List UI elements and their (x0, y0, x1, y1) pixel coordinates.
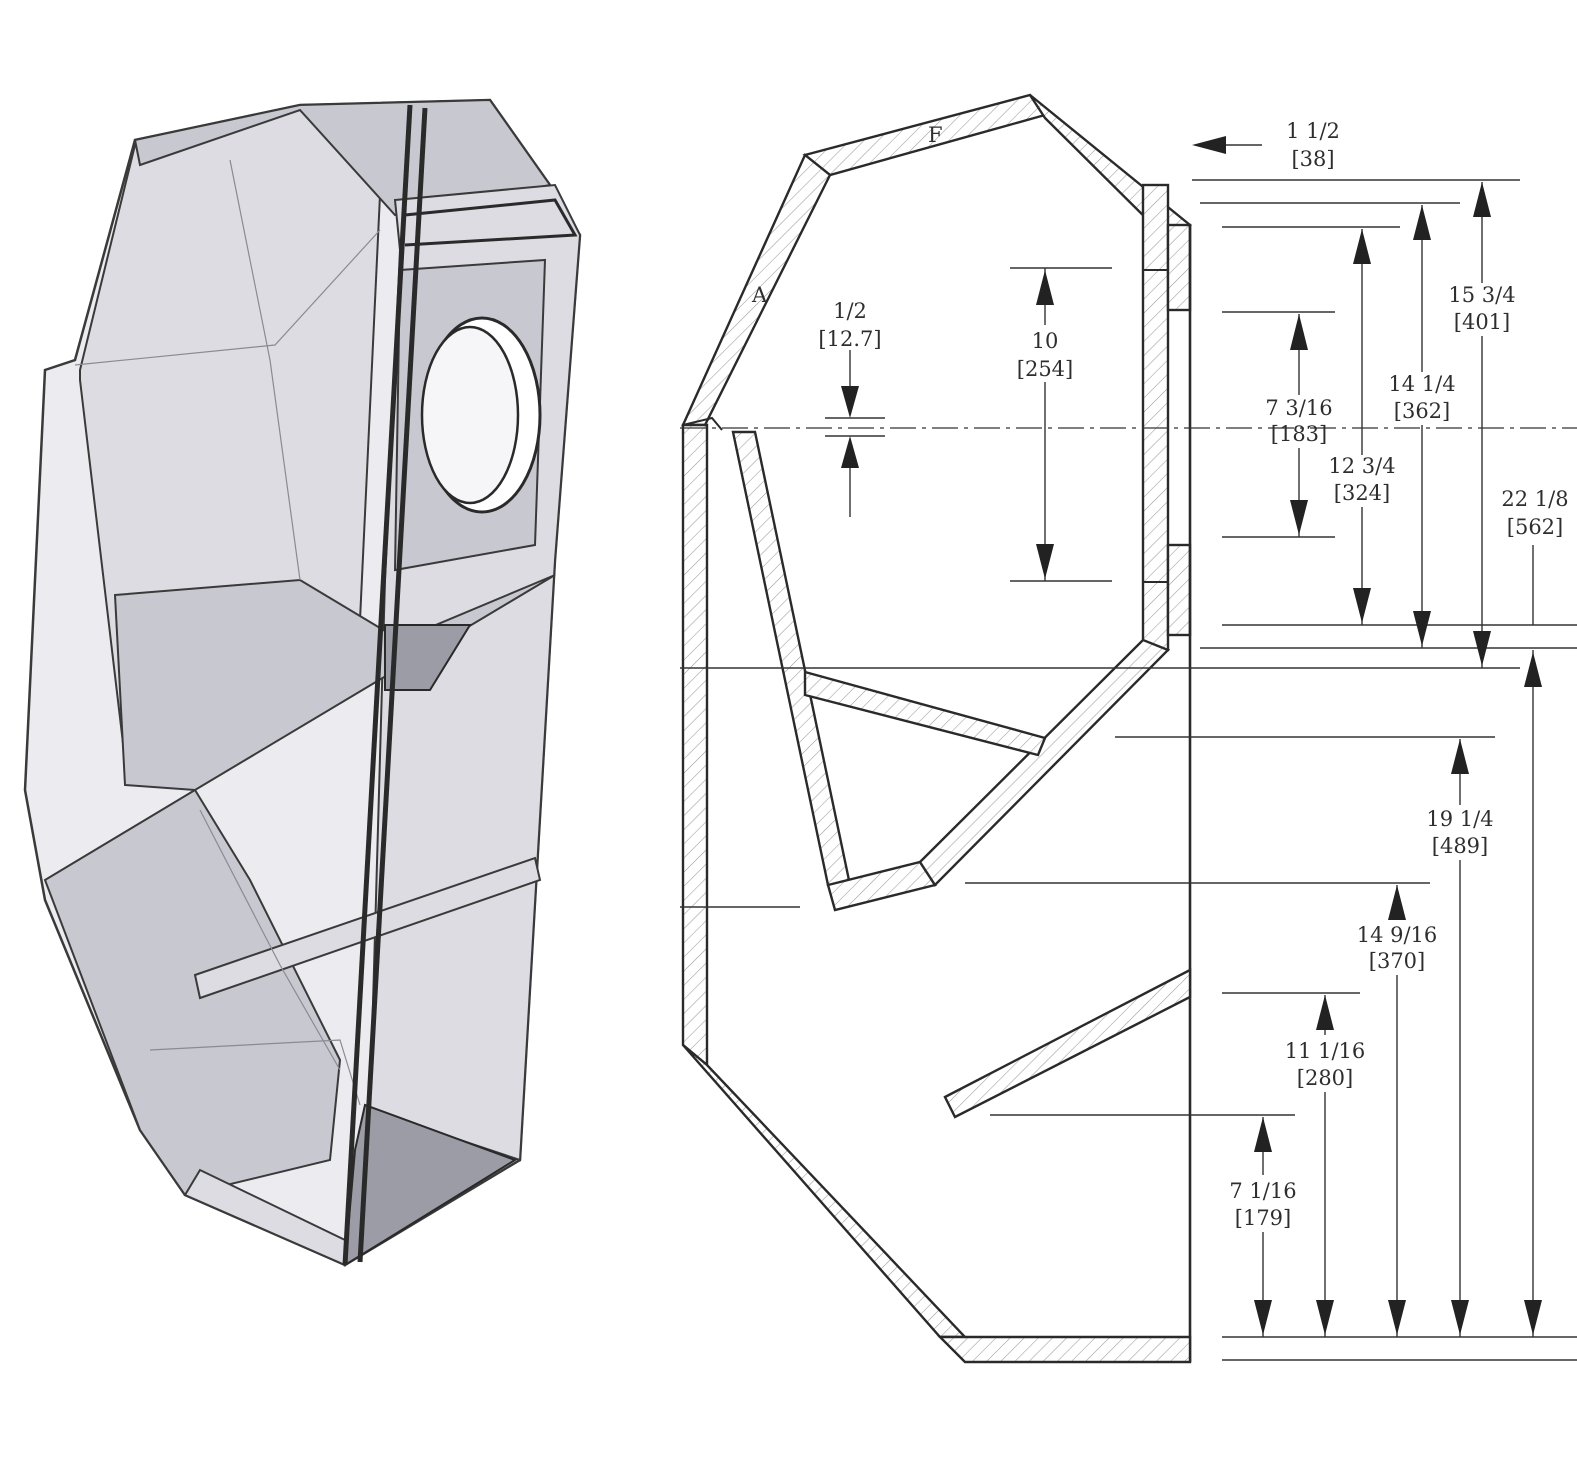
baffle-inner-strip (1141, 183, 1170, 652)
lower-port-panel (943, 968, 1192, 1119)
dim-7-frac: 15 3/4 (1448, 283, 1515, 307)
dim-10-frac: 14 9/16 (1357, 923, 1438, 947)
baffle-outer-top (1166, 223, 1192, 312)
dim-9-frac: 19 1/4 (1426, 807, 1493, 831)
baffle-outer-bottom (1166, 543, 1192, 637)
dimension-labels: 1 1/2 [38] 1/2 [12.7] 10 [254] 7 3/16 [1… (818, 119, 1568, 1230)
top-front-lip (404, 198, 578, 247)
dim-2-frac: 1/2 (833, 299, 867, 323)
dim-8-frac: 22 1/8 (1501, 487, 1568, 511)
lower-angled-panel (193, 856, 542, 1000)
front-edge-left (342, 104, 413, 1266)
inner-edge-2 (74, 229, 381, 366)
dim-4-mm: [183] (1271, 422, 1327, 446)
dim-12-mm: [179] (1235, 1206, 1291, 1230)
dim-9-mm: [489] (1432, 834, 1488, 858)
lower-rear-diagonal (682, 1044, 968, 1339)
section-drawing: A F (680, 93, 1577, 1364)
shelf-slot (384, 624, 472, 691)
front-edge-right (357, 107, 428, 1263)
rear-wall (681, 423, 709, 1068)
cross-brace (803, 670, 1047, 757)
chamber-diagonal (918, 638, 1171, 887)
extension-lines (680, 179, 1577, 1361)
bottom-panel (937, 1335, 1192, 1364)
dim-1-mm: [38] (1291, 147, 1334, 171)
dimension-arrows (841, 136, 1542, 1337)
inner-edge-3 (199, 809, 341, 1071)
driver-ring (420, 325, 520, 505)
internal-slope-panel (731, 430, 852, 887)
dim-8-mm: [562] (1507, 515, 1563, 539)
isometric-cabinet-view (23, 98, 582, 1267)
panel-a-label: A (751, 283, 768, 307)
panel-f-label: F (928, 123, 943, 147)
lower-left-wall (43, 788, 342, 1197)
dim-5-mm: [324] (1334, 481, 1390, 505)
dim-3-mm: [254] (1017, 357, 1073, 381)
dim-1-frac: 1 1/2 (1286, 119, 1340, 143)
dim-6-mm: [362] (1394, 399, 1450, 423)
top-joint (682, 416, 723, 431)
panel-f-top (802, 93, 1048, 177)
dim-3-frac: 10 (1032, 329, 1059, 353)
dim-6-frac: 14 1/4 (1388, 372, 1455, 396)
dim-5-frac: 12 3/4 (1328, 454, 1395, 478)
dim-2-mm: [12.7] (818, 327, 881, 351)
dim-7-mm: [401] (1454, 310, 1510, 334)
dim-10-mm: [370] (1369, 949, 1425, 973)
dim-12-frac: 7 1/16 (1229, 1179, 1296, 1203)
inner-edge-1 (229, 159, 301, 581)
dim-4-frac: 7 3/16 (1265, 396, 1332, 420)
dim-11-mm: [280] (1297, 1066, 1353, 1090)
dim-11-frac: 11 1/16 (1285, 1039, 1366, 1063)
